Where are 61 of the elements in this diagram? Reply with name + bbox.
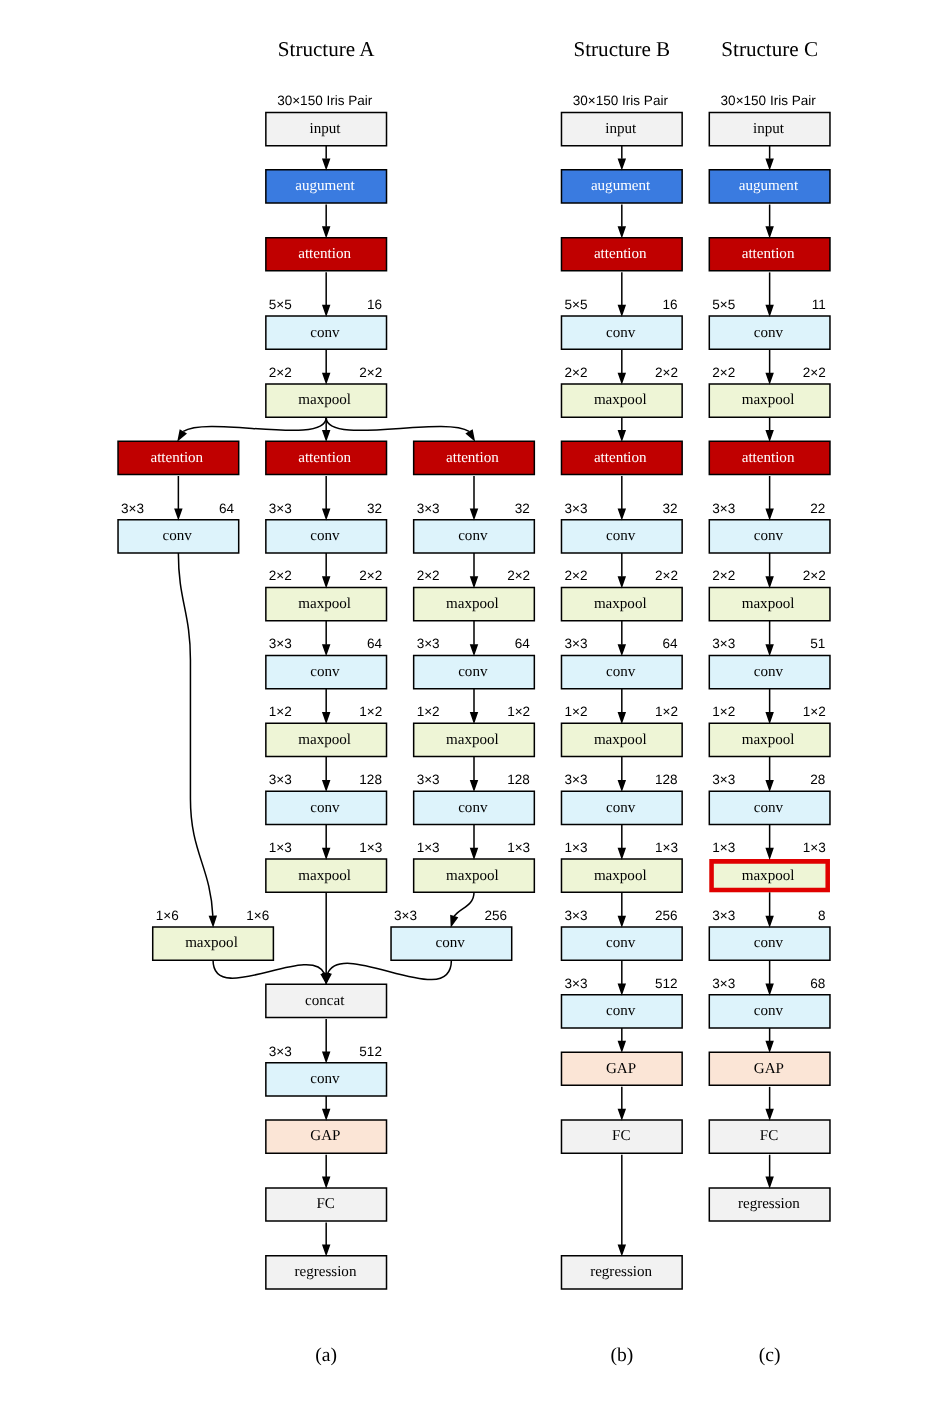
arrow	[617, 348, 627, 385]
arrow	[325, 416, 476, 442]
arrow	[174, 475, 183, 521]
arrow	[617, 416, 627, 443]
arrow	[765, 552, 774, 589]
arrow	[321, 348, 331, 385]
arrow	[617, 823, 627, 860]
arrow	[469, 755, 479, 792]
arrow	[617, 552, 627, 589]
arrow	[617, 687, 627, 725]
arrow	[321, 755, 331, 792]
arrow	[765, 891, 774, 928]
arrow	[765, 959, 774, 996]
arrow	[321, 203, 331, 239]
arrow	[765, 620, 774, 657]
arrow	[321, 687, 331, 725]
arrow	[617, 203, 627, 239]
label: (a)	[315, 1344, 338, 1367]
arrow	[321, 552, 331, 589]
arrow	[321, 620, 331, 657]
arrow	[321, 144, 331, 171]
label: Structure C	[721, 40, 818, 63]
arrow	[469, 620, 479, 657]
arrow	[321, 416, 331, 443]
arrow	[617, 755, 627, 792]
arrow	[321, 271, 331, 317]
label: (c)	[758, 1344, 781, 1367]
arrow	[617, 891, 627, 928]
label: Structure A	[277, 40, 375, 63]
arrow	[765, 1154, 774, 1189]
arrow	[321, 823, 331, 860]
arrow	[450, 891, 475, 928]
arrow	[617, 1027, 627, 1053]
arrow	[765, 348, 774, 385]
arrow	[617, 475, 627, 521]
arrow	[469, 823, 479, 860]
arrow	[617, 959, 627, 996]
arrow	[765, 271, 774, 317]
arrow	[765, 475, 774, 521]
arrow	[321, 1018, 331, 1064]
arrow	[321, 1154, 331, 1189]
arrow	[321, 1221, 331, 1257]
arrow	[617, 1086, 627, 1121]
arrow	[765, 687, 774, 725]
arrow	[765, 755, 774, 792]
arrow	[765, 203, 774, 239]
arrow	[617, 271, 627, 317]
arrow	[321, 475, 331, 521]
arrow	[469, 687, 479, 725]
arrow	[617, 620, 627, 657]
arrow	[469, 552, 479, 589]
label: (b)	[610, 1344, 634, 1367]
arrow	[321, 1095, 331, 1121]
arrow	[765, 1086, 774, 1121]
arrow	[617, 144, 627, 171]
arrow	[177, 416, 327, 442]
arrow	[617, 1154, 627, 1257]
arrow	[765, 823, 774, 860]
arrow	[469, 475, 479, 521]
arrow	[177, 552, 218, 928]
label: Structure B	[573, 40, 671, 63]
